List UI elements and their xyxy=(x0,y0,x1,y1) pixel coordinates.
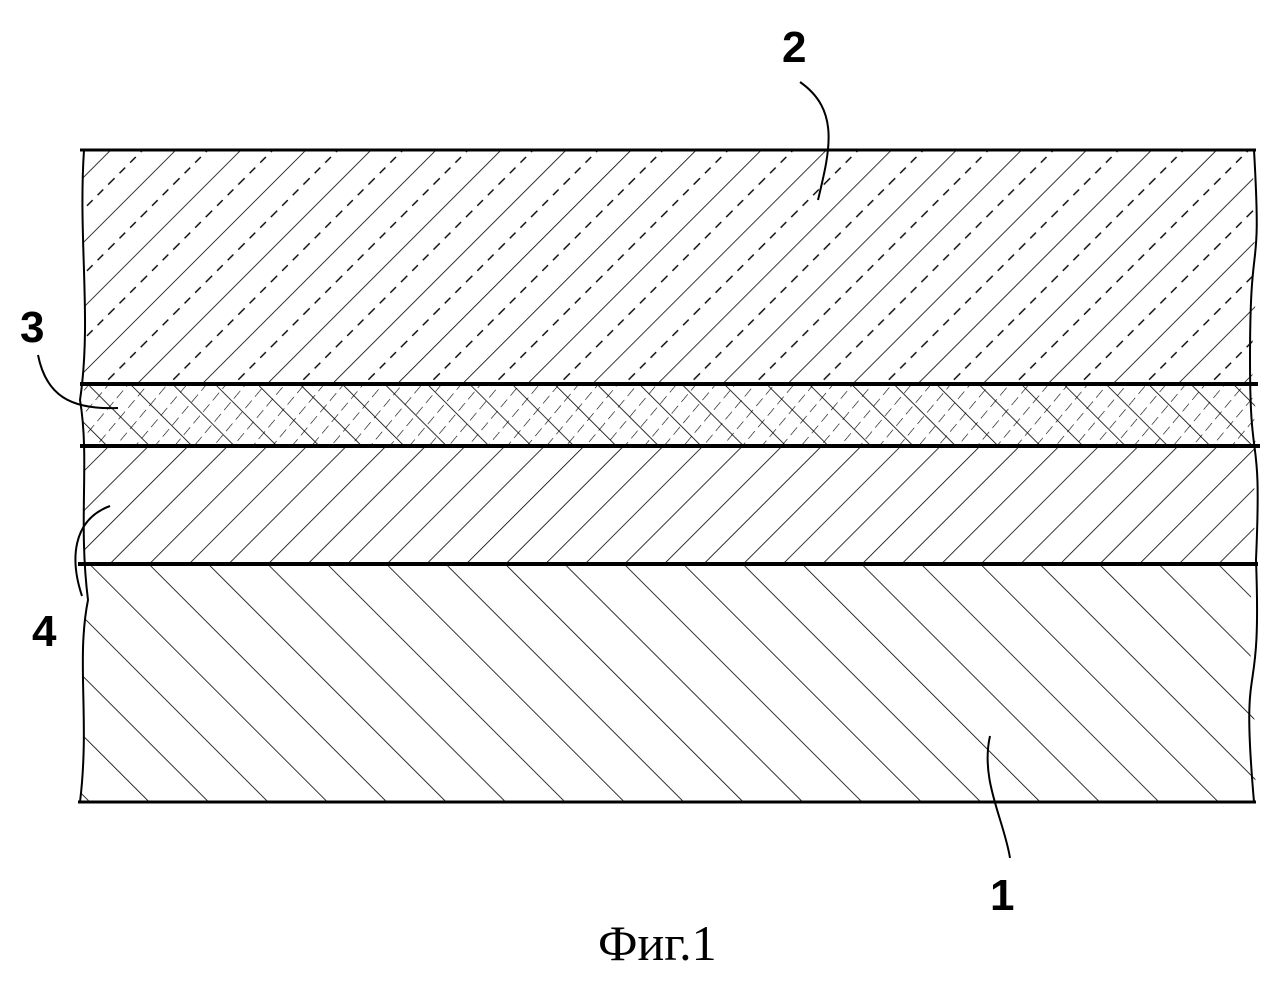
layer-2-fill xyxy=(60,150,1280,384)
layer-3-dash-fill xyxy=(60,384,1280,446)
figure-caption: Фиг.1 xyxy=(598,915,717,971)
layer-1-fill xyxy=(60,564,1280,802)
ref-label-3: 3 xyxy=(20,303,44,352)
ref-label-4: 4 xyxy=(32,607,57,656)
ref-label-1: 1 xyxy=(990,871,1014,920)
layer-4-fill xyxy=(60,446,1280,564)
ref-label-2: 2 xyxy=(782,23,806,72)
